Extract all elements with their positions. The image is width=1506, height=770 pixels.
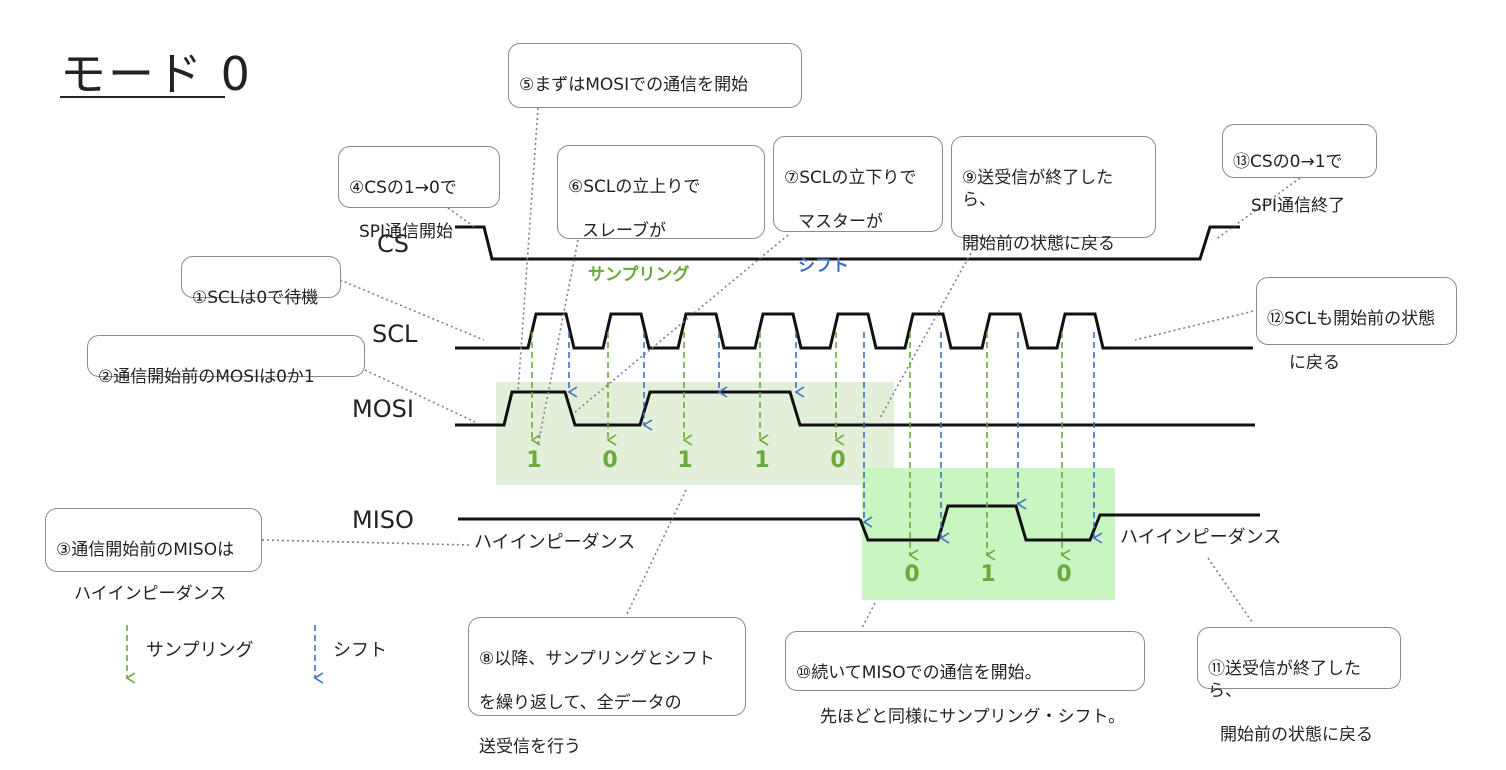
note-6: ⑥SCLの立上りで スレーブが サンプリング <box>557 145 765 285</box>
note-13: ⑬CSの0→1で SPI通信終了 <box>1222 124 1377 216</box>
note-9-line-2: 開始前の状態に戻る <box>962 234 1115 254</box>
cs-wave <box>455 225 1240 261</box>
note-9: ⑨送受信が終了したら、 開始前の状態に戻る <box>951 136 1156 254</box>
legend-shift-label: シフト <box>333 640 387 661</box>
mosi-bit: 0 <box>830 448 846 473</box>
note-10: ⑩続いてMISOでの通信を開始。 先ほどと同様にサンプリング・シフト。 <box>785 631 1145 727</box>
note-12-line-1: ⑫SCLも開始前の状態 <box>1267 309 1436 329</box>
note-8: ⑧以降、サンプリングとシフト を繰り返して、全データの 送受信を行う <box>468 617 746 757</box>
note-1-text: ①SCLは0で待機 <box>192 288 319 308</box>
page-title: モード 0 <box>60 47 252 101</box>
hiz-left-label: ハイインピーダンス <box>474 532 636 553</box>
miso-bit: 0 <box>1056 562 1072 587</box>
note-connectors <box>261 107 1301 629</box>
note-3: ③通信開始前のMISOは ハイインピーダンス <box>45 508 262 604</box>
mosi-shade <box>496 382 894 485</box>
scl-wave <box>455 312 1253 350</box>
mosi-bit: 0 <box>602 448 618 473</box>
note-10-line-1: ⑩続いてMISOでの通信を開始。 <box>796 663 1042 683</box>
note-13-line-2: SPI通信終了 <box>1251 196 1346 216</box>
note-5-text: ⑤まずはMOSIでの通信を開始 <box>519 75 749 95</box>
note-12: ⑫SCLも開始前の状態 に戻る <box>1256 277 1457 373</box>
title-underline <box>60 96 225 98</box>
note-11-line-2: 開始前の状態に戻る <box>1220 725 1373 745</box>
note-4: ④CSの1→0で SPI通信開始 <box>338 146 500 242</box>
note-7: ⑦SCLの立下りで マスターが シフト <box>773 136 943 276</box>
note-3-line-1: ③通信開始前のMISOは <box>56 540 235 560</box>
mosi-label: MOSI <box>352 395 414 423</box>
note-12-line-2: に戻る <box>1289 353 1340 373</box>
note-7-line-3: シフト <box>798 256 849 276</box>
note-11-line-1: ⑪送受信が終了したら、 <box>1208 659 1361 701</box>
cs-label: CS <box>377 230 409 258</box>
legend-sampling-label: サンプリング <box>146 640 254 661</box>
note-8-line-1: ⑧以降、サンプリングとシフト <box>479 649 715 669</box>
note-9-line-1: ⑨送受信が終了したら、 <box>962 168 1114 210</box>
note-2: ②通信開始前のMOSIは0か1 <box>87 335 365 387</box>
note-8-line-3: 送受信を行う <box>479 737 581 757</box>
note-4-line-2: SPI通信開始 <box>359 222 454 242</box>
note-4-line-1: ④CSの1→0で <box>349 178 457 198</box>
note-2-text: ②通信開始前のMOSIは0か1 <box>98 367 315 387</box>
note-7-line-1: ⑦SCLの立下りで <box>784 168 917 188</box>
miso-wave <box>858 504 1260 542</box>
note-3-line-2: ハイインピーダンス <box>74 584 227 604</box>
note-5: ⑤まずはMOSIでの通信を開始 <box>508 43 802 108</box>
note-8-line-2: を繰り返して、全データの <box>479 693 682 713</box>
miso-bit: 0 <box>904 562 920 587</box>
note-1: ①SCLは0で待機 <box>181 256 341 308</box>
note-7-line-2: マスターが <box>798 212 883 232</box>
scl-label: SCL <box>372 320 418 348</box>
note-10-line-2: 先ほどと同様にサンプリング・シフト。 <box>820 707 1126 727</box>
mosi-bit: 1 <box>526 448 542 473</box>
miso-bit: 1 <box>980 562 996 587</box>
note-13-line-1: ⑬CSの0→1で <box>1233 152 1343 172</box>
hiz-right-label: ハイインピーダンス <box>1120 527 1282 548</box>
note-11: ⑪送受信が終了したら、 開始前の状態に戻る <box>1197 627 1401 745</box>
mosi-bit: 1 <box>754 448 770 473</box>
note-6-line-3: サンプリング <box>588 265 690 285</box>
note-6-line-2: スレーブが <box>582 221 666 241</box>
miso-label: MISO <box>352 506 414 534</box>
mosi-bit: 1 <box>677 448 693 473</box>
miso-shade <box>862 468 1115 600</box>
note-6-line-1: ⑥SCLの立上りで <box>568 177 701 197</box>
